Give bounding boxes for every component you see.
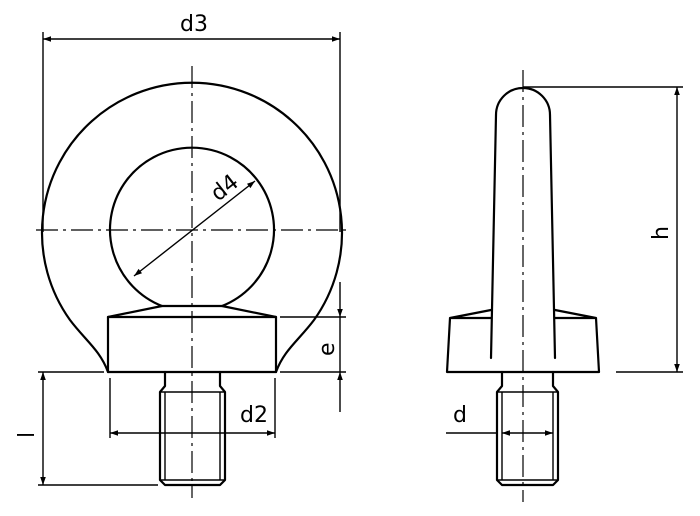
side-view: h d [445,70,683,502]
l-label: l [15,432,40,438]
side-thread-lines [497,391,558,481]
front-view: d3 d4 e l d2 [15,12,350,498]
d-label: d [453,403,467,428]
side-collar [445,308,601,374]
d4-dim-line [133,180,256,277]
d2-label: d2 [240,403,268,428]
d3-label: d3 [180,12,208,37]
d4-label: d4 [206,170,243,207]
side-shank [495,370,560,487]
e-label: e [315,342,340,356]
shank [158,370,227,487]
h-label: h [649,226,674,240]
